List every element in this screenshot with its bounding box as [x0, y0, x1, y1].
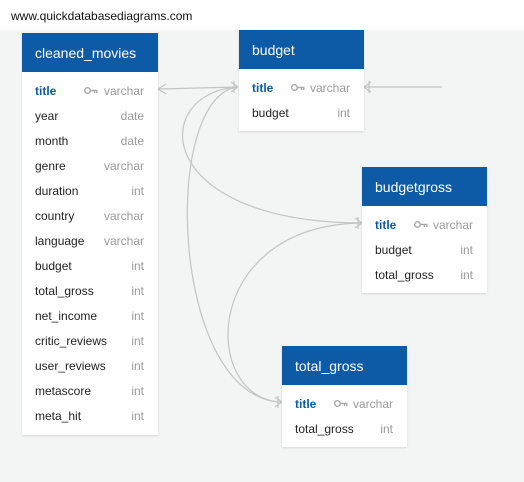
field-type: int [337, 106, 350, 120]
field-type: date [120, 134, 144, 148]
field-row-total-gross[interactable]: total_gross int [22, 278, 158, 303]
field-type: varchar [432, 218, 473, 232]
field-name: total_gross [295, 422, 354, 436]
field-row-title[interactable]: title varchar [239, 75, 364, 100]
field-row-year[interactable]: year date [22, 103, 158, 128]
field-type: int [131, 184, 144, 198]
primary-key-icon [414, 221, 428, 228]
field-row-country[interactable]: country varchar [22, 203, 158, 228]
primary-key-icon [334, 400, 348, 407]
field-row-month[interactable]: month date [22, 128, 158, 153]
relation-movies-budget [157, 86, 239, 90]
field-type: varchar [103, 234, 144, 248]
field-type: varchar [103, 159, 144, 173]
field-name: user_reviews [35, 359, 106, 373]
field-type: varchar [309, 81, 350, 95]
field-type: int [380, 422, 393, 436]
crowfoot-movies [157, 83, 167, 95]
field-row-language[interactable]: language varchar [22, 228, 158, 253]
field-row-title[interactable]: title varchar [282, 391, 407, 416]
primary-key-icon [84, 87, 98, 94]
field-name: net_income [35, 309, 98, 323]
field-type: int [131, 409, 144, 423]
field-type: int [131, 259, 144, 273]
field-type: int [460, 243, 473, 257]
field-type: int [460, 268, 473, 282]
field-row-title[interactable]: title varchar [362, 212, 487, 237]
field-row-title[interactable]: title varchar [22, 78, 158, 103]
field-name: genre [35, 159, 66, 173]
field-type: date [120, 109, 144, 123]
field-type: varchar [352, 397, 393, 411]
field-name: country [35, 209, 75, 223]
field-type: int [131, 334, 144, 348]
field-name: total_gross [375, 268, 434, 282]
field-row-meta-hit[interactable]: meta_hit int [22, 403, 158, 428]
field-name: title [252, 81, 274, 95]
field-name: budget [375, 243, 412, 257]
field-type: int [131, 309, 144, 323]
field-row-net-income[interactable]: net_income int [22, 303, 158, 328]
field-name: total_gross [35, 284, 94, 298]
field-name: meta_hit [35, 409, 82, 423]
field-type: int [131, 284, 144, 298]
field-name: budget [252, 106, 289, 120]
field-row-total-gross[interactable]: total_gross int [362, 262, 487, 287]
table-header[interactable]: total_gross [282, 346, 407, 385]
field-name: title [295, 397, 317, 411]
field-name: metascore [35, 384, 92, 398]
field-row-metascore[interactable]: metascore int [22, 378, 158, 403]
table-header[interactable]: budget [239, 30, 364, 69]
field-type: int [131, 384, 144, 398]
field-name: month [35, 134, 69, 148]
field-row-budget[interactable]: budget int [362, 237, 487, 262]
table-header[interactable]: budgetgross [362, 167, 487, 206]
field-type: varchar [103, 209, 144, 223]
field-row-user-reviews[interactable]: user_reviews int [22, 353, 158, 378]
field-row-budget[interactable]: budget int [239, 100, 364, 125]
primary-key-icon [291, 84, 305, 91]
crowfoot-budget-right [363, 81, 372, 93]
field-name: language [35, 234, 85, 248]
field-type: int [131, 359, 144, 373]
field-row-budget[interactable]: budget int [22, 253, 158, 278]
field-name: title [35, 84, 57, 98]
field-name: year [35, 109, 59, 123]
relation-budget-totalgross [186, 86, 283, 403]
field-type: varchar [103, 84, 144, 98]
field-row-genre[interactable]: genre varchar [22, 153, 158, 178]
relation-budget-budgetgross [181, 86, 363, 224]
table-budget[interactable]: budget title varchar budget int [239, 30, 364, 131]
field-name: duration [35, 184, 79, 198]
field-row-duration[interactable]: duration int [22, 178, 158, 203]
field-name: budget [35, 259, 72, 273]
field-name: title [375, 218, 397, 232]
watermark: www.quickdatabasediagrams.com [0, 0, 524, 30]
field-row-total-gross[interactable]: total_gross int [282, 416, 407, 441]
relation-budgetgross-totalgross [227, 222, 363, 403]
table-header[interactable]: cleaned_movies [22, 33, 158, 72]
field-row-critic-reviews[interactable]: critic_reviews int [22, 328, 158, 353]
crowfoot-totalgross [274, 396, 283, 408]
field-name: critic_reviews [35, 334, 108, 348]
